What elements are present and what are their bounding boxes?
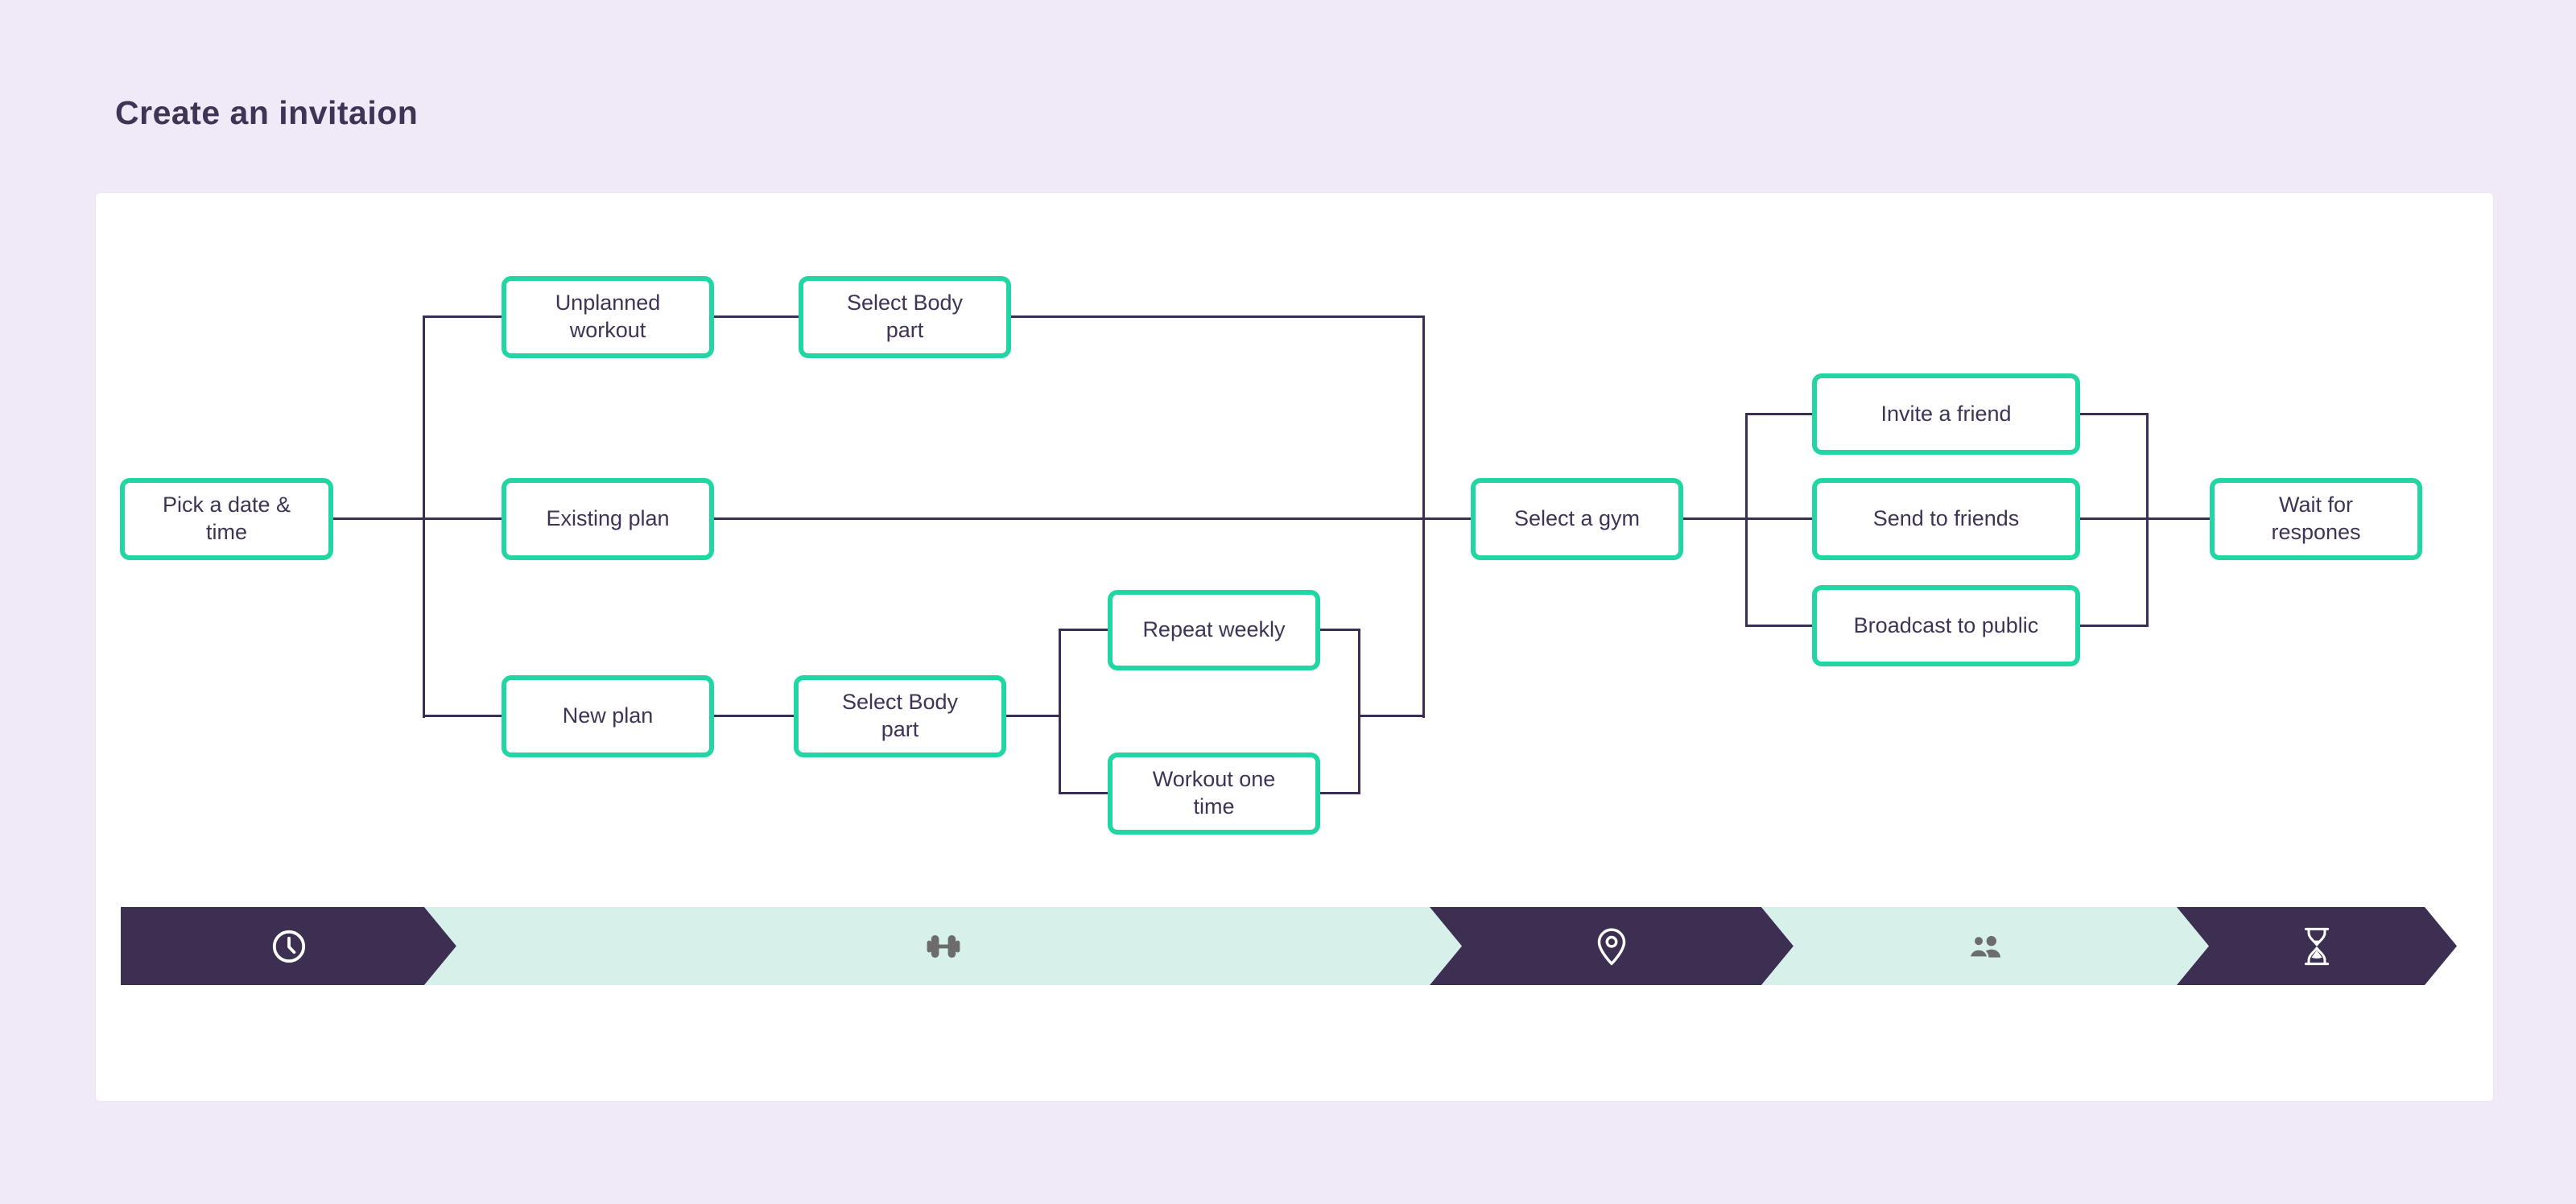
connector-line bbox=[1422, 315, 1425, 718]
people-icon bbox=[1964, 930, 2006, 963]
connector-line bbox=[2146, 517, 2210, 520]
hourglass-icon bbox=[2299, 926, 2334, 967]
connector-line bbox=[1006, 715, 1061, 717]
timeline-segment-gym[interactable] bbox=[1430, 907, 1794, 985]
timeline-segment-friends[interactable] bbox=[1761, 907, 2209, 985]
connector-line bbox=[1059, 629, 1108, 631]
connector-line bbox=[1059, 792, 1108, 794]
flow-node-unplanned-workout[interactable]: Unplanned workout bbox=[502, 276, 714, 358]
flow-node-repeat-weekly[interactable]: Repeat weekly bbox=[1108, 590, 1320, 670]
dumbbell-icon bbox=[923, 930, 964, 963]
connector-line bbox=[714, 715, 794, 717]
timeline-segment-time[interactable] bbox=[121, 907, 456, 985]
flow-node-workout-one-time[interactable]: Workout one time bbox=[1108, 752, 1320, 835]
connector-line bbox=[1745, 413, 1748, 627]
connector-line bbox=[2146, 413, 2149, 627]
connector-line bbox=[1059, 629, 1061, 794]
flow-node-broadcast-to-public[interactable]: Broadcast to public bbox=[1812, 585, 2080, 666]
flow-node-pick-date-time[interactable]: Pick a date & time bbox=[120, 478, 333, 560]
flow-node-select-body-part-top[interactable]: Select Body part bbox=[799, 276, 1011, 358]
connector-line bbox=[714, 315, 799, 318]
connector-line bbox=[423, 715, 502, 717]
connector-line bbox=[1011, 315, 1425, 318]
connector-line bbox=[423, 315, 502, 318]
connector-line bbox=[1683, 517, 1748, 520]
timeline-segment-wait[interactable] bbox=[2177, 907, 2457, 985]
flow-node-wait-for-responses[interactable]: Wait for respones bbox=[2210, 478, 2422, 560]
connector-line bbox=[1745, 625, 1812, 627]
connector-line bbox=[2080, 413, 2149, 415]
flow-node-new-plan[interactable]: New plan bbox=[502, 675, 714, 757]
connector-line bbox=[1320, 792, 1360, 794]
connector-line bbox=[1745, 413, 1812, 415]
flow-node-existing-plan[interactable]: Existing plan bbox=[502, 478, 714, 560]
connector-line bbox=[1358, 715, 1422, 717]
clock-icon bbox=[270, 927, 308, 966]
connector-line bbox=[423, 315, 425, 718]
flow-node-invite-a-friend[interactable]: Invite a friend bbox=[1812, 373, 2080, 455]
connector-line bbox=[2080, 517, 2149, 520]
timeline-segment-workout[interactable] bbox=[424, 907, 1462, 985]
connector-line bbox=[2080, 625, 2149, 627]
location-pin-icon bbox=[1593, 926, 1630, 967]
connector-line bbox=[1745, 517, 1812, 520]
flow-node-select-a-gym[interactable]: Select a gym bbox=[1471, 478, 1683, 560]
flow-node-send-to-friends[interactable]: Send to friends bbox=[1812, 478, 2080, 560]
connector-line bbox=[1320, 629, 1360, 631]
flow-node-select-body-part-bottom[interactable]: Select Body part bbox=[794, 675, 1006, 757]
connector-line bbox=[1358, 629, 1360, 794]
connector-line bbox=[332, 517, 1471, 520]
page-title: Create an invitaion bbox=[115, 94, 419, 132]
